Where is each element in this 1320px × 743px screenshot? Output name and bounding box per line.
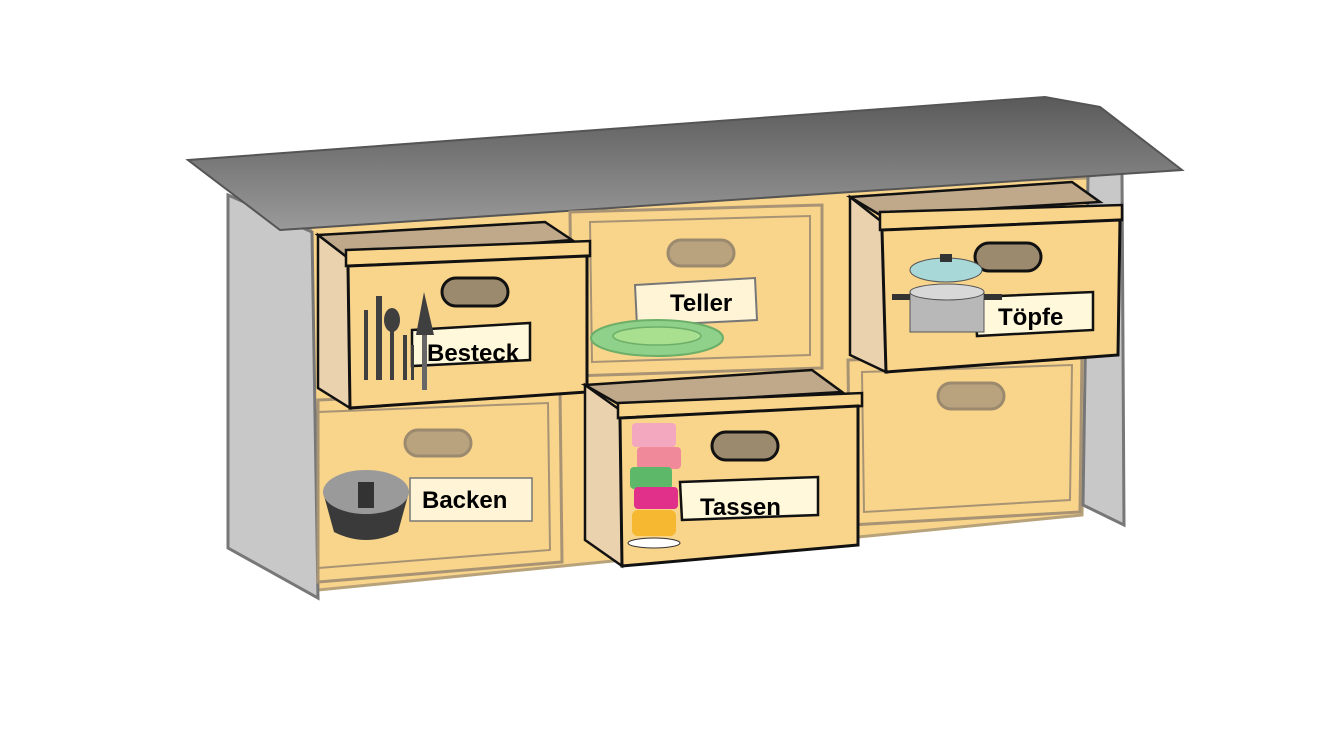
drawer-backen[interactable]: Backen xyxy=(316,388,564,584)
drawer-besteck[interactable]: Besteck xyxy=(314,220,592,411)
label-tassen: Tassen xyxy=(700,494,781,521)
handle-icon xyxy=(440,276,510,308)
label-teller: Teller xyxy=(670,290,732,317)
label-besteck: Besteck xyxy=(427,340,520,367)
plate-icon xyxy=(590,319,724,357)
label-toepfe: Töpfe xyxy=(998,304,1063,331)
handle-icon xyxy=(973,241,1043,273)
drawer-tassen[interactable]: Tassen xyxy=(580,368,864,569)
handle-icon xyxy=(403,428,473,458)
handle-icon xyxy=(936,381,1006,411)
drawer-teller[interactable]: Teller xyxy=(568,203,824,378)
pot-icon xyxy=(892,254,1002,333)
cabinet-top xyxy=(185,95,1185,232)
cabinet-left-side xyxy=(226,192,320,601)
bundt-pan-icon xyxy=(323,470,409,540)
drawer-empty[interactable] xyxy=(846,350,1084,527)
stacked-cups-icon xyxy=(627,423,681,549)
handle-icon xyxy=(666,238,736,268)
label-backen: Backen xyxy=(422,487,507,514)
cutlery-icon xyxy=(364,292,434,390)
handle-icon xyxy=(710,430,780,462)
drawer-toepfe[interactable]: Töpfe xyxy=(845,180,1124,374)
